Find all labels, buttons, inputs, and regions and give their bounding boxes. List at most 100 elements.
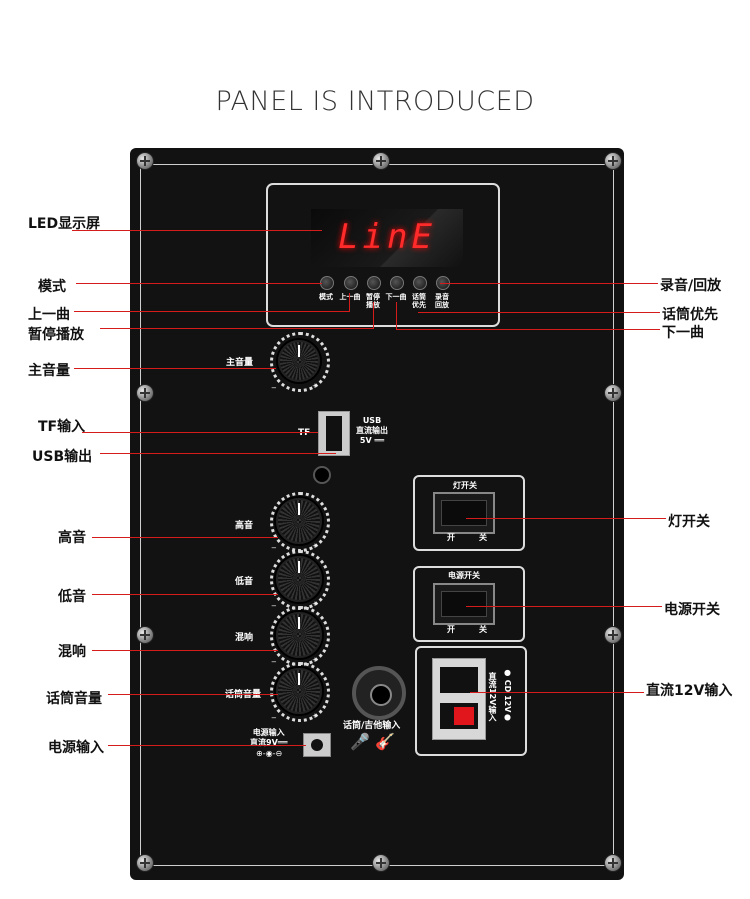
mic-priority-label: 话筒 优先 <box>412 293 426 309</box>
microphone-icon: 🎤 <box>350 732 370 751</box>
tf-label: TF <box>298 428 311 438</box>
callout-line <box>74 368 276 369</box>
screw-icon <box>136 626 154 644</box>
mic-guitar-label: 话筒/吉他输入 <box>343 721 401 731</box>
callout-line <box>349 293 350 311</box>
light-switch-rocker <box>441 500 487 526</box>
screw-icon <box>372 854 390 872</box>
callout-line <box>100 453 336 454</box>
control-panel <box>130 148 624 880</box>
record-label: 录音 回放 <box>435 293 449 309</box>
callout-prev: 上一曲 <box>28 307 70 323</box>
tick-min: − <box>271 658 277 666</box>
page-title: PANEL IS INTRODUCED <box>215 86 535 117</box>
screw-icon <box>604 626 622 644</box>
callout-echo: 混响 <box>58 644 86 660</box>
light-switch[interactable] <box>433 492 495 534</box>
callout-usb: USB输出 <box>32 449 93 465</box>
prev-track-button[interactable] <box>344 276 358 290</box>
screw-icon <box>604 854 622 872</box>
callout-line <box>82 432 318 433</box>
screw-icon <box>604 384 622 402</box>
treble-knob[interactable] <box>276 498 322 544</box>
tick-min: − <box>271 602 277 610</box>
bass-knob[interactable] <box>276 556 322 602</box>
callout-line <box>92 650 278 651</box>
tick-max: + <box>312 600 318 608</box>
display-text: LinE <box>338 217 436 257</box>
mode-button-label: 模式 <box>319 293 333 301</box>
knob-scale <box>270 332 330 392</box>
ir-sensor <box>313 466 331 484</box>
usb-label: USB 直流输出 5V ══ <box>356 416 388 445</box>
callout-line <box>92 594 278 595</box>
guitar-icon: 🎸 <box>375 732 395 751</box>
mode-button[interactable] <box>320 276 334 290</box>
tick-max: + <box>312 712 318 720</box>
screw-icon <box>136 384 154 402</box>
callout-tf: TF输入 <box>38 419 86 435</box>
callout-line <box>92 537 278 538</box>
mic-volume-label: 话筒音量 <box>225 690 262 700</box>
on-label: 开 <box>447 533 455 542</box>
echo-label: 混响 <box>235 633 254 643</box>
terminal-negative <box>440 667 478 693</box>
callout-record: 录音/回放 <box>660 278 722 294</box>
power-switch-frame <box>413 566 525 642</box>
callout-line <box>373 302 374 328</box>
callout-dc12: 直流12V输入 <box>646 683 733 699</box>
mic-volume-knob[interactable] <box>276 668 322 714</box>
tick-max: + <box>312 656 318 664</box>
off-label: 关 <box>479 625 487 634</box>
callout-line <box>76 283 322 284</box>
screw-icon <box>372 152 390 170</box>
dc-power-jack[interactable] <box>303 733 331 757</box>
dc12-side-label: 直流12V输入 <box>488 672 497 722</box>
callout-line <box>72 230 322 231</box>
on-label: 开 <box>447 625 455 634</box>
tick-max: + <box>312 542 318 550</box>
callout-light-switch: 灯开关 <box>668 514 710 530</box>
dc12-terminal-frame <box>415 646 527 756</box>
prev-button-label: 上一曲 <box>339 293 361 301</box>
off-label: 关 <box>479 533 487 542</box>
light-switch-frame <box>413 475 525 551</box>
echo-knob[interactable] <box>276 612 322 658</box>
display-frame <box>266 183 500 327</box>
callout-master: 主音量 <box>28 363 70 379</box>
next-button-label: 下一曲 <box>385 293 407 301</box>
usb-port[interactable] <box>318 411 350 456</box>
callout-line <box>470 692 644 693</box>
screw-icon <box>604 152 622 170</box>
callout-line <box>440 283 658 284</box>
callout-line <box>396 302 397 329</box>
callout-line <box>108 745 306 746</box>
play-pause-button[interactable] <box>367 276 381 290</box>
callout-mic-volume: 话筒音量 <box>46 691 102 707</box>
callout-line <box>74 311 350 312</box>
treble-label: 高音 <box>235 521 254 531</box>
next-track-button[interactable] <box>390 276 404 290</box>
terminal-positive <box>440 703 478 729</box>
power-switch[interactable] <box>433 583 495 625</box>
power-switch-label: 电源开关 <box>448 571 480 580</box>
mic-priority-button[interactable] <box>413 276 427 290</box>
callout-led: LED显示屏 <box>28 216 101 232</box>
callout-bass: 低音 <box>58 589 86 605</box>
callout-line <box>100 328 374 329</box>
callout-treble: 高音 <box>58 530 86 546</box>
polarity-icon: ⊕-◉-⊖ <box>256 749 283 758</box>
dc12-terminal[interactable] <box>432 658 486 740</box>
tick-min: − <box>271 714 277 722</box>
cd12-label: ● CD 12V● <box>503 668 512 722</box>
callout-pause: 暂停播放 <box>28 327 84 343</box>
master-volume-label: 主音量 <box>226 358 254 368</box>
knob-scale <box>270 662 330 722</box>
usb-port-opening <box>326 416 342 451</box>
tick-min: − <box>271 544 277 552</box>
master-volume-knob[interactable] <box>278 340 320 382</box>
tick-max: + <box>312 382 318 390</box>
light-switch-label: 灯开关 <box>453 481 477 490</box>
mic-guitar-jack[interactable] <box>352 666 406 720</box>
callout-mode: 模式 <box>38 279 66 295</box>
